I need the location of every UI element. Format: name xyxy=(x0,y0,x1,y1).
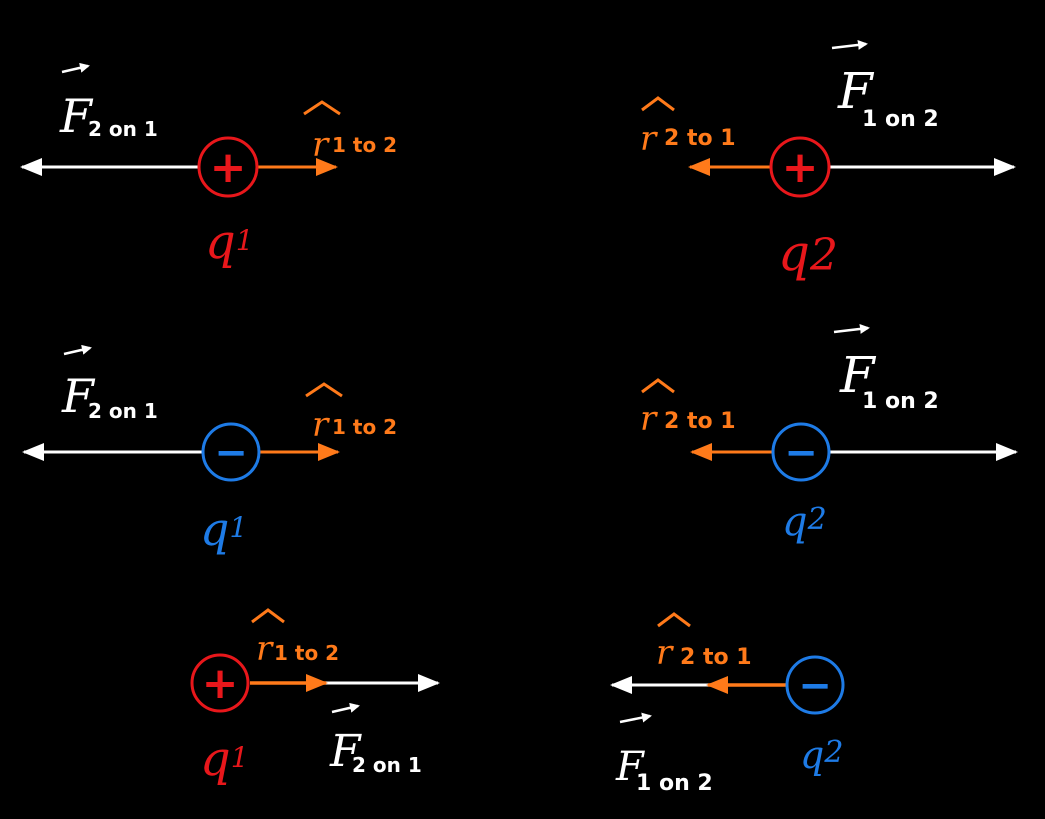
force-2-on-1-label: F 2 on 1 xyxy=(61,344,158,423)
charge-q1-label: q1 xyxy=(200,502,247,556)
svg-text:2 on 1: 2 on 1 xyxy=(88,117,158,141)
charge-q1-positive: + xyxy=(197,136,259,198)
charge-q1-label: q1 xyxy=(205,214,254,270)
charge-q1-label: q1 xyxy=(200,731,249,787)
force-1-on-2-label: F 1 on 2 xyxy=(615,712,713,796)
scene-attraction: + q1 F 2 on 1 r 1 to 2 − q2 F 1 on 2 r 2… xyxy=(190,608,845,796)
svg-text:r: r xyxy=(640,399,658,439)
unit-vector-1-to-2-label: r 1 to 2 xyxy=(303,100,397,165)
svg-text:1 on 2: 1 on 2 xyxy=(636,771,713,796)
svg-text:F: F xyxy=(839,346,877,404)
charge-sign: − xyxy=(784,430,818,476)
svg-text:2 to 1: 2 to 1 xyxy=(664,126,736,151)
charge-q2-positive: + xyxy=(769,136,831,198)
charge-sign: + xyxy=(210,142,247,193)
svg-text:F: F xyxy=(59,89,94,143)
scene-repulsion-negative: − q1 F 2 on 1 r 1 to 2 − q2 F 1 on 2 r 2… xyxy=(22,323,1018,556)
unit-vector-2-to-1-label: r 2 to 1 xyxy=(640,378,736,439)
svg-text:r: r xyxy=(312,405,330,445)
unit-vector-2-to-1-label: r 2 to 1 xyxy=(656,612,752,673)
svg-text:r: r xyxy=(640,119,658,159)
svg-text:1 to 2: 1 to 2 xyxy=(332,415,397,439)
charge-q2-label: q2 xyxy=(800,733,843,777)
charge-sign: − xyxy=(798,663,832,709)
charge-sign: − xyxy=(214,430,248,476)
charge-q1-negative: − xyxy=(201,422,261,482)
svg-text:F: F xyxy=(615,744,645,790)
svg-text:2 to 1: 2 to 1 xyxy=(680,645,752,670)
svg-text:2 on 1: 2 on 1 xyxy=(88,399,158,423)
svg-text:2 to 1: 2 to 1 xyxy=(664,409,736,434)
charge-sign: + xyxy=(202,658,239,709)
charge-q2-label: q2 xyxy=(778,224,838,282)
force-2-on-1-label: F 2 on 1 xyxy=(329,702,422,777)
svg-text:F: F xyxy=(61,369,96,423)
force-1-on-2-label: F 1 on 2 xyxy=(831,39,939,132)
svg-text:r: r xyxy=(256,629,274,669)
svg-text:1 to 2: 1 to 2 xyxy=(332,133,397,157)
unit-vector-1-to-2-label: r 1 to 2 xyxy=(251,608,339,669)
charge-q2-label: q2 xyxy=(782,499,827,545)
svg-text:F: F xyxy=(837,62,875,120)
unit-vector-1-to-2-label: r 1 to 2 xyxy=(305,382,397,445)
force-2-on-1-label: F 2 on 1 xyxy=(59,62,158,143)
force-1-on-2-label: F 1 on 2 xyxy=(833,323,939,414)
scene-repulsion-positive: + q1 F 2 on 1 r 1 to 2 + q2 F 1 on 2 r 2… xyxy=(20,39,1016,282)
charge-q1-positive: + xyxy=(190,653,250,713)
svg-text:F: F xyxy=(329,726,362,777)
svg-text:r: r xyxy=(656,633,674,673)
charge-sign: + xyxy=(782,142,819,193)
svg-text:1 to 2: 1 to 2 xyxy=(274,641,339,665)
unit-vector-2-to-1-label: r 2 to 1 xyxy=(640,96,736,159)
svg-text:2 on 1: 2 on 1 xyxy=(352,753,422,777)
svg-text:1 on 2: 1 on 2 xyxy=(862,107,939,132)
svg-text:r: r xyxy=(312,125,330,165)
svg-text:1 on 2: 1 on 2 xyxy=(862,389,939,414)
charge-q2-negative: − xyxy=(785,655,845,715)
charge-q2-negative: − xyxy=(771,422,831,482)
